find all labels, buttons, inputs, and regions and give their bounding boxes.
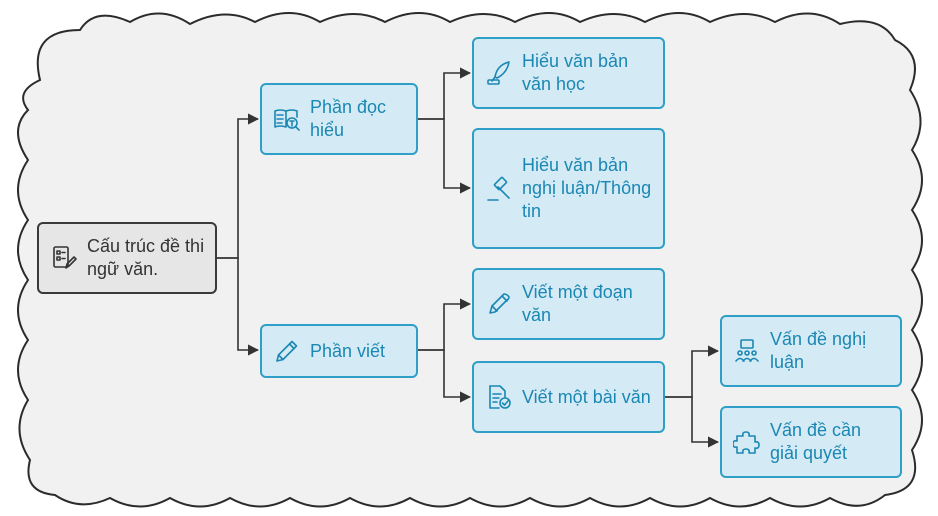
document-check-icon <box>484 382 514 412</box>
leaf-argument-issue-label: Vấn đề nghị luận <box>770 329 867 372</box>
leaf-essay-node[interactable]: Viết một bài văn <box>472 361 665 433</box>
leaf-paragraph-label: Viết một đoạn văn <box>522 282 633 325</box>
connector-essay-to-problem-issue <box>665 396 720 448</box>
leaf-literary-text-node[interactable]: Hiểu văn bản văn học <box>472 37 665 109</box>
branch-writing-label: Phần viết <box>310 340 386 361</box>
gavel-icon <box>484 174 514 204</box>
connectors <box>216 67 720 448</box>
debate-icon <box>732 336 762 366</box>
branch-writing-node[interactable]: Phần viết <box>260 324 418 378</box>
branch-reading-label: Phần đọc hiểu <box>310 97 387 140</box>
book-search-icon <box>272 104 302 134</box>
connector-writing-to-essay <box>418 349 472 403</box>
leaf-problem-issue-node[interactable]: Vấn đề cần giải quyết <box>720 406 902 478</box>
connector-root-to-writing <box>216 257 260 356</box>
pen-icon <box>484 289 514 319</box>
pencil-icon <box>272 336 302 366</box>
leaf-argument-text-node[interactable]: Hiểu văn bản nghị luận/Thông tin <box>472 128 665 249</box>
puzzle-icon <box>732 427 762 457</box>
root-node[interactable]: Cấu trúc đề thi ngữ văn. <box>37 222 217 294</box>
cloud-background <box>17 12 923 508</box>
leaf-problem-issue-label: Vấn đề cần giải quyết <box>770 420 862 463</box>
leaf-paragraph-node[interactable]: Viết một đoạn văn <box>472 268 665 340</box>
checklist-edit-icon <box>49 243 79 273</box>
leaf-essay-label: Viết một bài văn <box>522 386 651 407</box>
leaf-argument-issue-node[interactable]: Vấn đề nghị luận <box>720 315 902 387</box>
leaf-literary-text-label: Hiểu văn bản văn học <box>522 51 629 94</box>
quill-pen-icon <box>484 58 514 88</box>
leaf-argument-text-label: Hiểu văn bản nghị luận/Thông tin <box>522 155 652 221</box>
connector-reading-to-argument <box>418 118 472 194</box>
root-label: Cấu trúc đề thi ngữ văn. <box>87 236 205 279</box>
branch-reading-node[interactable]: Phần đọc hiểu <box>260 83 418 155</box>
